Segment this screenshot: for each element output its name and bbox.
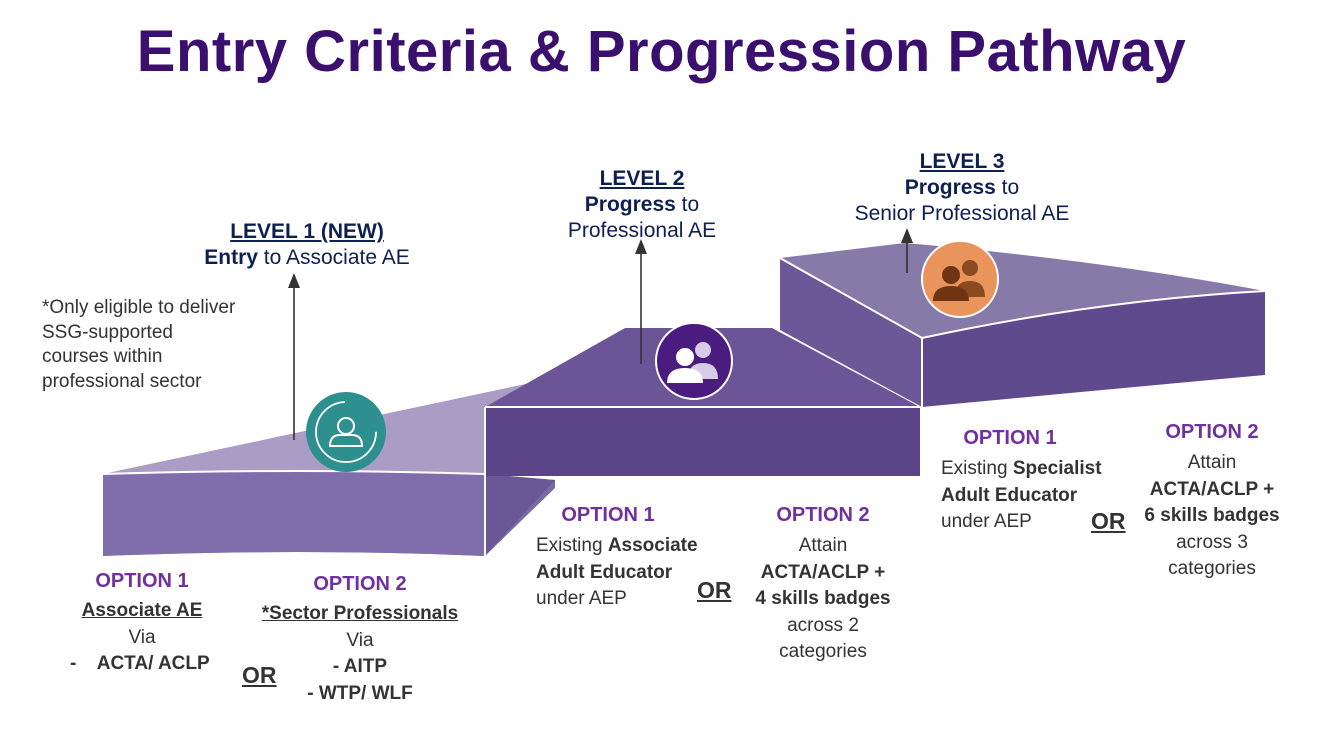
- option-line: Adult Educator: [536, 561, 673, 583]
- level3-step: [779, 243, 1266, 407]
- option-label: OPTION 2: [1165, 421, 1259, 443]
- eligibility-note: *Only eligible to deliver SSG-supported …: [42, 296, 235, 394]
- option-line: - WTP/ WLF: [307, 682, 413, 704]
- option-line: - ACTA/ ACLP: [70, 653, 210, 674]
- option-line: across 3: [1176, 531, 1248, 553]
- option-line: Adult Educator: [941, 484, 1078, 506]
- level2-subtitle: Progress to: [584, 193, 700, 216]
- level1-or: OR: [242, 662, 277, 688]
- person-icon: [306, 392, 386, 472]
- option-subtitle: *Sector Professionals: [261, 603, 459, 624]
- level3-or: OR: [1091, 508, 1126, 534]
- note-line: *Only eligible to deliver: [42, 297, 236, 318]
- option-line: Attain: [1187, 452, 1237, 473]
- option-line: Attain: [798, 535, 848, 556]
- option-label: OPTION 1: [561, 504, 655, 526]
- option-line: categories: [779, 641, 867, 662]
- level2-heading: LEVEL 2 Progress to Professional AE: [540, 166, 744, 244]
- level3-option1: OPTION 1 Existing Specialist Adult Educa…: [941, 427, 1111, 536]
- level3-heading: LEVEL 3 Progress to Senior Professional …: [832, 149, 1092, 227]
- level1-subtitle: Entry to Associate AE: [204, 246, 410, 269]
- option-line: ACTA/ACLP +: [760, 561, 886, 583]
- level2-target: Professional AE: [567, 219, 717, 242]
- level1-option2: OPTION 2 *Sector Professionals Via - AIT…: [255, 573, 465, 707]
- option-line: 6 skills badges: [1144, 505, 1280, 526]
- note-line: professional sector: [42, 370, 202, 392]
- two-people-icon: [921, 240, 999, 318]
- option-line: under AEP: [536, 588, 627, 609]
- level2-option1: OPTION 1 Existing Associate Adult Educat…: [536, 504, 706, 613]
- level1-title: LEVEL 1 (NEW): [230, 220, 384, 243]
- level3-option2: OPTION 2 Attain ACTA/ACLP + 6 skills bad…: [1132, 421, 1292, 583]
- option-line: Via: [346, 629, 374, 651]
- level1-heading: LEVEL 1 (NEW) Entry to Associate AE: [180, 219, 434, 271]
- level3-arrow: [901, 228, 913, 273]
- page-title: Entry Criteria & Progression Pathway: [136, 19, 1187, 84]
- level1-arrow: [288, 273, 300, 440]
- option-label: OPTION 1: [95, 570, 189, 592]
- two-people-icon: [655, 322, 733, 400]
- option-line: - AITP: [332, 656, 388, 677]
- option-line: Existing Associate: [536, 535, 698, 556]
- level2-title: LEVEL 2: [599, 167, 685, 190]
- option-line: Existing Specialist: [941, 458, 1102, 479]
- level2-arrow: [635, 239, 647, 364]
- note-line: courses within: [42, 346, 163, 367]
- option-line: categories: [1168, 558, 1256, 579]
- option-label: OPTION 1: [963, 427, 1057, 449]
- level3-subtitle: Progress to: [904, 176, 1020, 199]
- option-line: Via: [128, 626, 156, 648]
- level3-title: LEVEL 3: [919, 150, 1005, 173]
- option-line: under AEP: [941, 511, 1032, 532]
- option-label: OPTION 2: [776, 504, 870, 526]
- option-label: OPTION 2: [313, 573, 407, 595]
- note-line: SSG-supported: [42, 321, 173, 343]
- level2-option2: OPTION 2 Attain ACTA/ACLP + 4 skills bad…: [740, 504, 906, 666]
- level2-or: OR: [697, 577, 732, 603]
- level1-option1: OPTION 1 Associate AE Via - ACTA/ ACLP: [62, 570, 222, 678]
- option-line: 4 skills badges: [755, 588, 891, 609]
- option-subtitle: Associate AE: [81, 600, 203, 621]
- option-line: across 2: [787, 614, 859, 636]
- level3-target: Senior Professional AE: [854, 202, 1070, 225]
- option-line: ACTA/ACLP +: [1149, 478, 1275, 500]
